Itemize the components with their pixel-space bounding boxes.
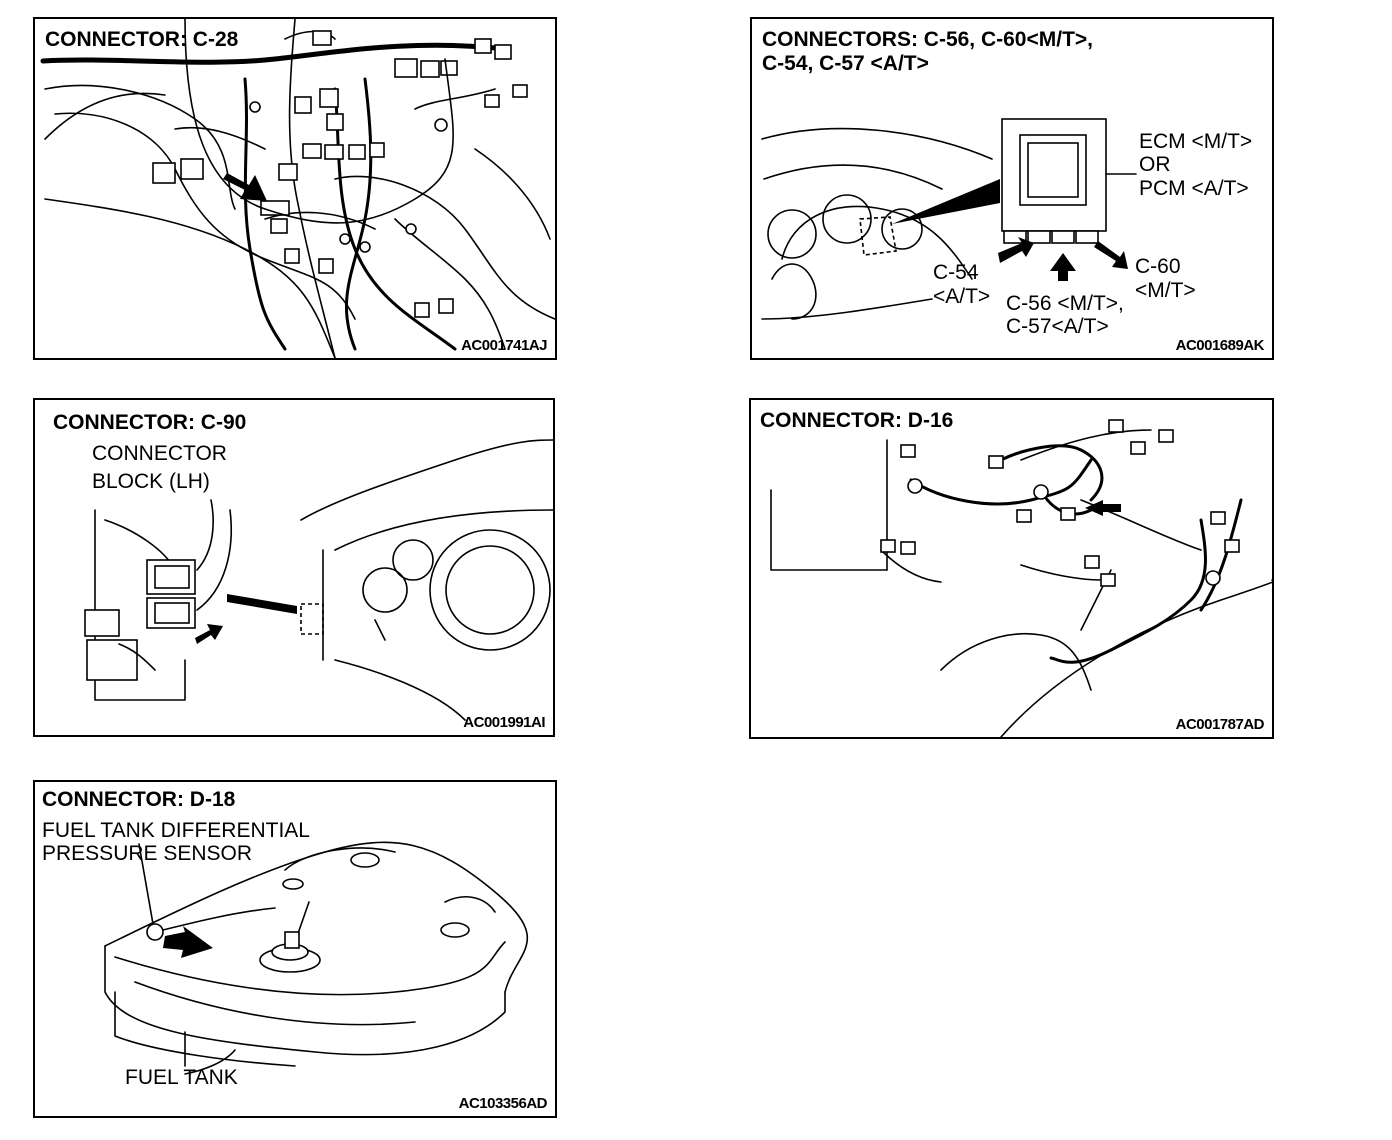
fuel-tank-drawing	[104, 841, 529, 1075]
fuel-tank-label: FUEL TANK	[125, 1066, 238, 1089]
c60-label-line2: <M/T>	[1135, 279, 1196, 302]
panel-connectors-c56-c60-c54-c57: CONNECTORS: C-56, C-60<M/T>, C-54, C-57 …	[750, 17, 1274, 360]
panel-connector-d18: CONNECTOR: D-18 FUEL TANK DIFFERENTIAL P…	[33, 780, 557, 1118]
c90-block-label-line1: CONNECTOR	[92, 442, 227, 465]
panel-connector-d16: CONNECTOR: D-16 AC001787AD	[749, 398, 1274, 739]
c56-figure-code: AC001689AK	[1175, 337, 1265, 354]
d18-title: CONNECTOR: D-18	[42, 788, 236, 811]
c28-title: CONNECTOR: C-28	[45, 28, 239, 51]
d18-figure-code: AC103356AD	[458, 1095, 548, 1112]
c54-label-line1: C-54	[933, 261, 979, 284]
c90-block-label-line2: BLOCK (LH)	[92, 470, 210, 493]
ecm-label-line2: OR	[1139, 153, 1171, 176]
c60-label-line1: C-60	[1135, 255, 1181, 278]
c56-label-line1: C-56 <M/T>,	[1006, 292, 1124, 315]
ecm-label-line1: ECM <M/T>	[1139, 130, 1253, 153]
sensor-label-line1: FUEL TANK DIFFERENTIAL	[42, 819, 310, 842]
c56-title-line2: C-54, C-57 <A/T>	[762, 52, 929, 75]
panel-connector-c28: CONNECTOR: C-28 AC001741AJ	[33, 17, 557, 360]
sensor-label-line2: PRESSURE SENSOR	[42, 842, 253, 865]
ecm-location-drawing	[761, 118, 1137, 320]
d16-figure-code: AC001787AD	[1175, 716, 1265, 733]
c28-harness-drawing	[40, 19, 555, 358]
c90-connector-block-drawing	[84, 439, 553, 721]
c90-title: CONNECTOR: C-90	[53, 411, 247, 434]
c90-figure-code: AC001991AI	[463, 714, 545, 731]
c28-figure-code: AC001741AJ	[461, 337, 547, 354]
d16-title: CONNECTOR: D-16	[760, 409, 954, 432]
c54-label-line2: <A/T>	[933, 285, 991, 308]
ecm-label-line3: PCM <A/T>	[1139, 177, 1249, 200]
panel-connector-c90: CONNECTOR: C-90 CONNECTOR BLOCK (LH) AC0…	[33, 398, 555, 737]
c56-label-line2: C-57<A/T>	[1006, 315, 1109, 338]
c56-title-line1: CONNECTORS: C-56, C-60<M/T>,	[762, 28, 1094, 51]
d16-harness-drawing	[770, 419, 1272, 737]
